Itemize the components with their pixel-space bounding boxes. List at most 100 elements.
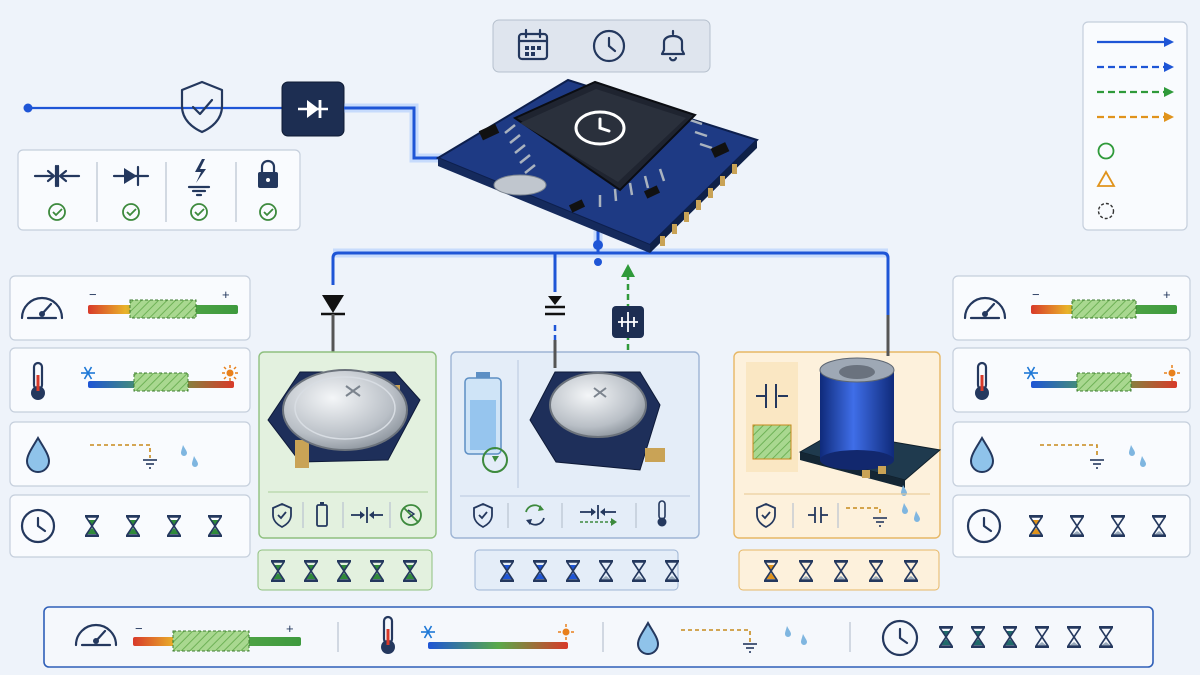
plus-label: + xyxy=(1163,287,1171,302)
clock-icon xyxy=(20,508,56,544)
coin-cell-battery xyxy=(549,372,647,438)
hourglass-icon xyxy=(1070,515,1084,537)
gauge-icon xyxy=(20,296,64,320)
hourglass-icon xyxy=(271,560,285,582)
hourglass-icon xyxy=(869,560,883,582)
battery-charge-icon xyxy=(464,372,508,473)
hourglass-icon xyxy=(304,560,318,582)
hourglass-icon xyxy=(167,515,181,537)
clock-icon xyxy=(574,110,626,146)
coin-cell-module[interactable] xyxy=(257,295,437,591)
supercap-cells-icon xyxy=(752,424,792,460)
compress-arrows-icon xyxy=(33,164,81,188)
summary-bar: − + xyxy=(43,606,1154,668)
sun-icon xyxy=(1164,365,1180,381)
diode-icon xyxy=(298,100,328,118)
rechargeable-cell-module[interactable] xyxy=(450,296,700,591)
hourglass-icon xyxy=(370,560,384,582)
hourglass-icon xyxy=(1067,626,1081,648)
hourglass-icon xyxy=(971,626,985,648)
hourglass-icon xyxy=(904,560,918,582)
legend-triangle-marker xyxy=(1096,170,1116,187)
legend-dashed-circle-marker xyxy=(1097,202,1115,220)
clock-icon xyxy=(966,508,1002,544)
left-condition-panels: − + xyxy=(9,275,251,558)
hourglass-icon xyxy=(632,560,646,582)
battery-icon xyxy=(316,502,328,527)
plus-label: + xyxy=(286,621,294,636)
compress-arrows-icon xyxy=(580,505,617,526)
switch-block[interactable] xyxy=(612,306,644,338)
hourglass-icon xyxy=(1099,626,1113,648)
legend-solid-line xyxy=(1097,37,1174,47)
thermometer-icon xyxy=(31,361,45,400)
hourglass-row xyxy=(500,560,679,582)
no-discharge-icon xyxy=(400,504,422,526)
hourglass-icon xyxy=(1152,515,1166,537)
gauge-icon xyxy=(963,296,1007,320)
capacitor-symbol xyxy=(808,507,828,523)
hourglass-row xyxy=(271,560,417,582)
rtc-module-board[interactable] xyxy=(435,78,759,253)
hourglass-icon xyxy=(500,560,514,582)
snowflake-icon xyxy=(1024,366,1038,380)
hourglass-icon xyxy=(208,515,222,537)
sun-icon xyxy=(558,624,574,640)
hourglass-icon xyxy=(764,560,778,582)
board-header-pins xyxy=(660,164,737,246)
clock-icon[interactable] xyxy=(592,29,626,63)
hourglass-icon xyxy=(939,626,953,648)
lock-icon xyxy=(258,159,278,188)
surge-ground-icon xyxy=(187,159,211,197)
hourglass-icon xyxy=(85,515,99,537)
hourglass-icon xyxy=(1035,626,1049,648)
supercapacitor-module[interactable] xyxy=(733,315,942,591)
shield-check-icon xyxy=(756,503,776,529)
diode-symbol xyxy=(321,295,345,353)
capacitor-symbol xyxy=(756,384,788,408)
shield-check-icon xyxy=(272,503,292,529)
legend-dashed-green-line xyxy=(1097,87,1174,97)
hourglass-row xyxy=(939,626,1113,648)
calendar-icon[interactable] xyxy=(517,28,549,61)
hourglass-icon xyxy=(1029,515,1043,537)
clock-icon xyxy=(881,619,919,657)
coin-cell-battery xyxy=(282,369,408,451)
sun-icon xyxy=(222,365,238,381)
shield-check-icon xyxy=(473,503,493,529)
hourglass-row xyxy=(764,560,918,582)
gauge-icon xyxy=(74,623,118,647)
thermometer-icon xyxy=(657,500,667,527)
thermometer-icon xyxy=(975,361,989,400)
snowflake-icon xyxy=(421,625,435,639)
hourglass-icon xyxy=(337,560,351,582)
protection-panel xyxy=(17,149,301,231)
crystal-oscillator xyxy=(493,174,547,196)
hourglass-icon xyxy=(533,560,547,582)
chip-pins xyxy=(504,118,713,207)
minus-label: − xyxy=(89,287,97,302)
hourglass-icon xyxy=(1111,515,1125,537)
legend-dashed-orange-line xyxy=(1097,112,1174,122)
power-input-line xyxy=(23,103,283,113)
thermometer-icon xyxy=(381,615,395,654)
hourglass-row xyxy=(85,515,222,537)
water-drop-icon xyxy=(25,436,51,473)
hourglass-icon xyxy=(1003,626,1017,648)
water-drop-icon xyxy=(636,620,660,655)
bell-icon[interactable] xyxy=(660,29,686,62)
hourglass-icon xyxy=(834,560,848,582)
legend-dashed-blue-line xyxy=(1097,62,1174,72)
header-icon-bar xyxy=(492,19,711,73)
snowflake-icon xyxy=(81,366,95,380)
hourglass-icon xyxy=(566,560,580,582)
hourglass-row xyxy=(1029,515,1166,537)
minus-label: − xyxy=(1032,287,1040,302)
legend xyxy=(1082,21,1188,231)
series-diode-block[interactable] xyxy=(281,81,345,137)
diode-icon xyxy=(112,165,150,187)
check-circle-icon xyxy=(48,203,277,221)
hourglass-icon xyxy=(665,560,679,582)
leakage-ground-icon xyxy=(846,503,920,527)
